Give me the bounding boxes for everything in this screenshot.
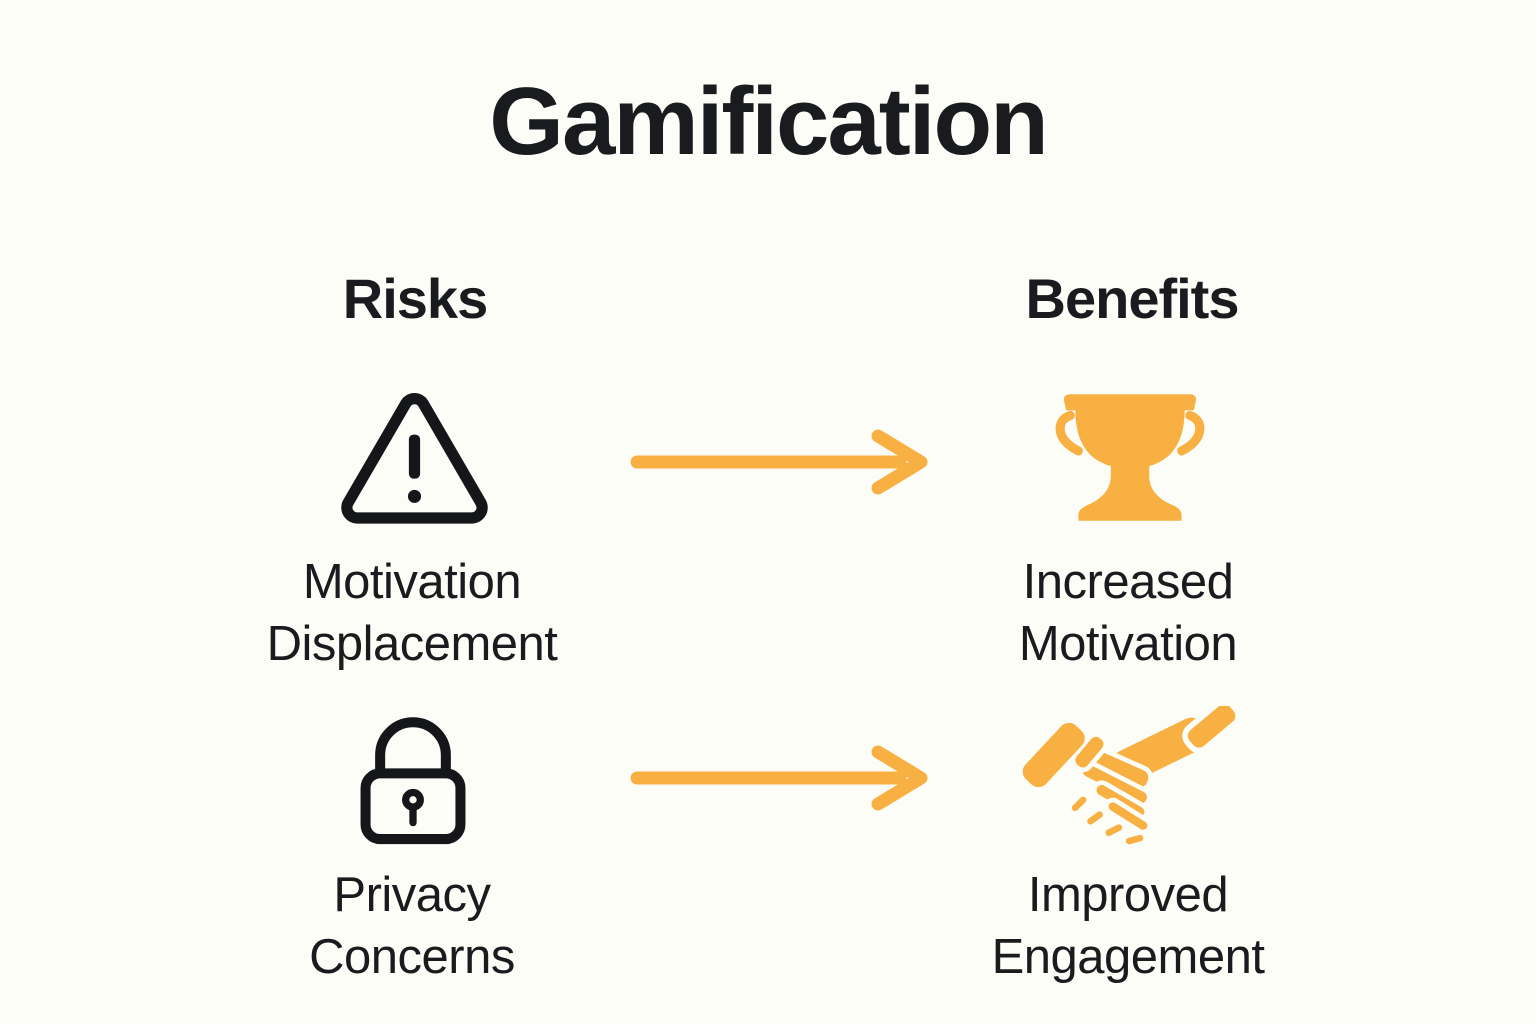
label-line: Motivation [302,555,522,609]
label-line: Motivation [1018,617,1238,672]
label-line: Engagement [991,930,1265,985]
label-line: Privacy [333,868,491,922]
risk-item-label-privacy-concerns: Privacy Concerns [152,864,672,988]
benefit-item-label-increased-motivation: Increased Motivation [868,551,1388,675]
warning-triangle-icon [331,384,498,537]
lock-icon [349,704,477,855]
handshake-icon [1002,698,1241,871]
label-line: Improved [1027,868,1229,922]
risks-column-heading: Risks [342,267,488,330]
benefit-item-label-improved-engagement: Improved Engagement [868,864,1388,988]
arrow-risk-to-benefit-1 [628,426,938,503]
benefits-column-heading: Benefits [1025,267,1240,330]
label-line: Concerns [309,930,515,985]
trophy-icon [1049,388,1211,535]
page-title: Gamification [489,68,1048,175]
label-line: Increased [1022,555,1234,609]
arrow-risk-to-benefit-2 [628,742,938,819]
label-line: Displacement [266,617,558,672]
risk-item-label-motivation-displacement: Motivation Displacement [152,551,672,675]
